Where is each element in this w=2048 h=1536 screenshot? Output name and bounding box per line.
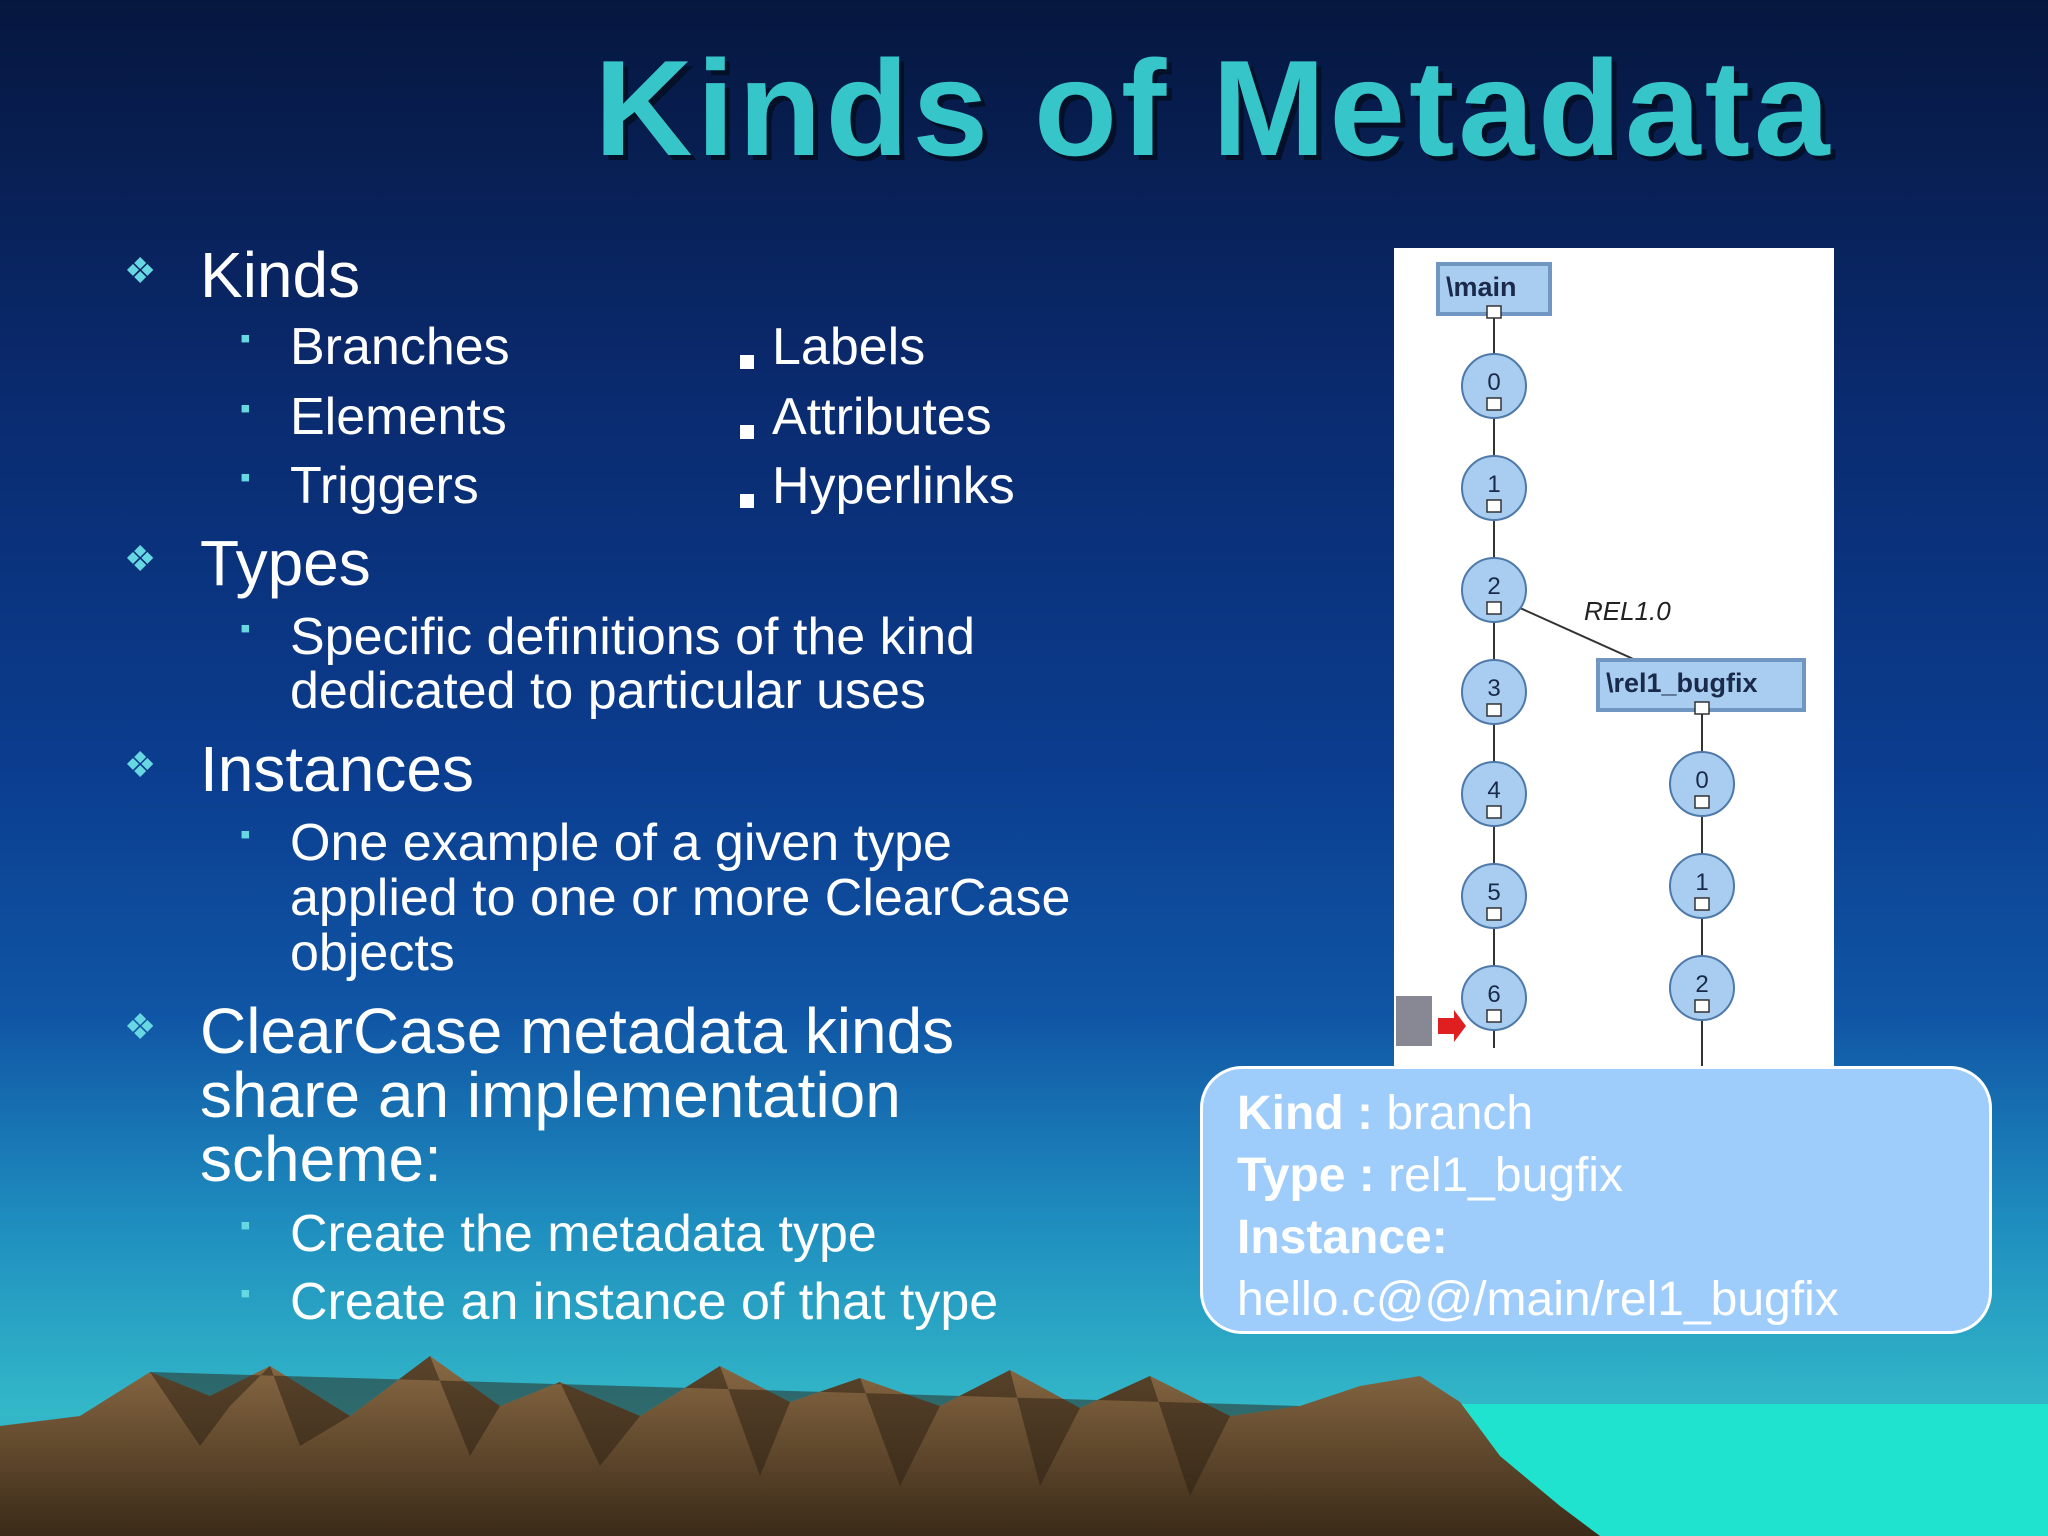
- callout-type-row: Type : rel1_bugfix: [1237, 1145, 1989, 1207]
- bullet-instances: Instances: [200, 733, 474, 805]
- clearcase-item-create-instance: Create an instance of that type: [290, 1273, 999, 1331]
- sub-version-node: [1669, 955, 1735, 1021]
- main-version-node: [1461, 863, 1527, 929]
- main-version-node: [1461, 557, 1527, 623]
- collapse-box-icon: [1486, 601, 1502, 615]
- version-label-rel: REL1.0: [1584, 596, 1671, 626]
- bullet-list: ❖ Kinds ▪ Branches ▪ Elements ▪ Triggers…: [124, 239, 1071, 1331]
- main-version-number: 3: [1487, 675, 1500, 702]
- version-tree-svg: \main \rel1_bugfix REL1.0 0 1 2 3 4 5 6 0 1 2: [1396, 262, 1806, 1068]
- collapse-box-icon: [1486, 907, 1502, 921]
- bullet-clearcase-line2: share an implementation: [200, 1059, 901, 1131]
- bullet-kinds: Kinds: [200, 239, 361, 311]
- kind-item-attributes: Attributes: [772, 388, 992, 446]
- collapse-box-icon: [1486, 499, 1502, 513]
- collapse-box-icon: [1486, 1009, 1502, 1023]
- callout-type-value: rel1_bugfix: [1388, 1149, 1623, 1202]
- instances-desc-line3: objects: [290, 924, 455, 982]
- callout-kind-row: Kind : branch: [1237, 1083, 1989, 1145]
- kind-item-triggers: Triggers: [290, 457, 479, 515]
- square-bullet-icon: [740, 494, 754, 508]
- main-version-number: 0: [1487, 369, 1500, 396]
- callout-kind-label: Kind :: [1237, 1087, 1373, 1140]
- main-version-node: [1461, 965, 1527, 1031]
- checkout-cursor-icon: [1396, 996, 1432, 1046]
- types-desc-line2: dedicated to particular uses: [290, 662, 926, 720]
- main-version-node: [1461, 761, 1527, 827]
- diamond-bullet-icon: ❖: [124, 538, 157, 579]
- sub-version-number: 0: [1695, 767, 1708, 794]
- metadata-callout: Kind : branch Type : rel1_bugfix Instanc…: [1200, 1066, 1992, 1334]
- collapse-box-icon: [1486, 805, 1502, 819]
- collapse-box-icon: [1486, 397, 1502, 411]
- square-bullet-icon: ▪: [240, 322, 251, 355]
- mountains-decoration: [0, 1356, 2048, 1536]
- square-bullet-icon: ▪: [240, 1209, 251, 1242]
- bullet-types: Types: [200, 527, 371, 599]
- square-bullet-icon: [740, 355, 754, 369]
- sub-version-number: 1: [1695, 869, 1708, 896]
- callout-instance-label: Instance:: [1237, 1211, 1448, 1264]
- red-arrow-icon: [1438, 1010, 1466, 1042]
- types-desc-line1: Specific definitions of the kind: [290, 608, 976, 666]
- instances-desc-line1: One example of a given type: [290, 814, 952, 872]
- sub-version-node: [1669, 853, 1735, 919]
- square-bullet-icon: ▪: [240, 392, 251, 425]
- main-version-node: [1461, 659, 1527, 725]
- kind-item-hyperlinks: Hyperlinks: [772, 457, 1015, 515]
- main-version-nodes: 0 1 2 3 4 5 6: [1461, 353, 1527, 1031]
- callout-instance-value: hello.c@@/main/rel1_bugfix: [1237, 1273, 1839, 1326]
- clearcase-item-create-type: Create the metadata type: [290, 1205, 877, 1263]
- square-bullet-icon: [740, 425, 754, 439]
- collapse-box-icon: [1694, 897, 1710, 911]
- collapse-box-icon: [1486, 305, 1502, 319]
- main-version-node: [1461, 353, 1527, 419]
- main-branch-label: \main: [1446, 272, 1517, 302]
- main-version-node: [1461, 455, 1527, 521]
- square-bullet-icon: ▪: [240, 818, 251, 851]
- collapse-box-icon: [1486, 703, 1502, 717]
- callout-instance-row: Instance:: [1237, 1207, 1989, 1269]
- sub-version-number: 2: [1695, 971, 1708, 998]
- kind-item-branches: Branches: [290, 318, 510, 376]
- collapse-box-icon: [1694, 999, 1710, 1013]
- sub-version-nodes: 0 1 2: [1669, 751, 1735, 1021]
- main-version-number: 4: [1487, 777, 1500, 804]
- square-bullet-icon: ▪: [240, 1277, 251, 1310]
- kind-item-labels: Labels: [772, 318, 926, 376]
- branch-connector-line: [1519, 607, 1641, 663]
- callout-kind-value: branch: [1386, 1087, 1534, 1140]
- instances-desc-line2: applied to one or more ClearCase: [290, 869, 1071, 927]
- collapse-box-icon: [1694, 701, 1710, 715]
- bullet-clearcase-line3: scheme:: [200, 1123, 442, 1195]
- slide-title: Kinds of Metadata: [594, 32, 1834, 184]
- square-bullet-icon: ▪: [240, 612, 251, 645]
- callout-type-label: Type :: [1237, 1149, 1375, 1202]
- main-version-number: 1: [1487, 471, 1500, 498]
- main-version-number: 2: [1487, 573, 1500, 600]
- bullet-clearcase-line1: ClearCase metadata kinds: [200, 995, 955, 1067]
- collapse-box-icon: [1694, 795, 1710, 809]
- square-bullet-icon: ▪: [240, 461, 251, 494]
- diamond-bullet-icon: ❖: [124, 250, 157, 291]
- sub-branch-label: \rel1_bugfix: [1606, 668, 1758, 698]
- sub-version-node: [1669, 751, 1735, 817]
- main-version-number: 6: [1487, 981, 1500, 1008]
- version-tree-diagram: \main \rel1_bugfix REL1.0 0 1 2 3 4 5 6 0 1 2: [1394, 248, 1834, 1068]
- diamond-bullet-icon: ❖: [124, 744, 157, 785]
- kind-item-elements: Elements: [290, 388, 507, 446]
- main-version-number: 5: [1487, 879, 1500, 906]
- diamond-bullet-icon: ❖: [124, 1006, 157, 1047]
